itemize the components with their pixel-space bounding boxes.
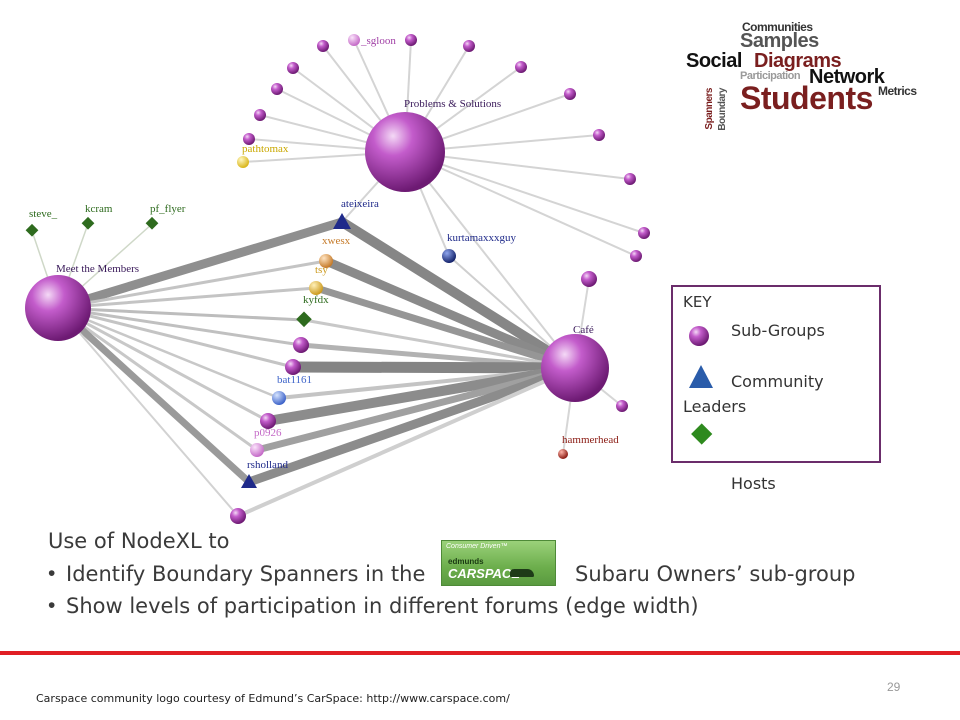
logo-edmunds: edmunds [448,557,484,566]
node-mid-3 [260,413,276,429]
bullet-1-text-cont: Subaru Owners’ sub-group [575,562,856,586]
label-xwesx: xwesx [322,235,351,247]
key-leaders-label-1: Community [731,372,824,391]
edges-cafe [236,217,623,518]
node-bat1161 [272,391,286,405]
nodes-problems-ring [243,34,650,262]
node-cafe-right [616,400,628,412]
wc-boundary: Boundary [717,88,728,131]
label-pf-flyer: pf_flyer [150,203,186,215]
node-p0926 [250,443,264,457]
key-leader-icon [689,365,713,388]
bullet-2-text: Show levels of participation in differen… [66,594,699,618]
intro-text: Use of NodeXL to [48,529,230,553]
label-problems: Problems & Solutions [404,98,501,110]
car-icon [510,569,534,577]
wc-spanners: Spanners [704,88,715,130]
node-sgloon [348,34,360,46]
label-tsy: tsy [315,264,328,276]
wc-network: Network [809,66,885,88]
node-xwesx [319,254,333,268]
node-mid-1 [293,337,309,353]
key-subgroup-icon [689,326,709,346]
label-cafe: Café [573,324,594,336]
key-legend [671,285,881,463]
bullet-1-marker: • [48,562,56,585]
key-title: KEY [683,293,712,311]
hub-problems-solutions [365,112,445,192]
node-bottom [230,508,246,524]
node-pathtomax [237,156,249,168]
hub-cafe [541,334,609,402]
page-number: 29 [887,680,901,694]
key-symbols [689,326,713,445]
footer-credit: Carspace community logo courtesy of Edmu… [36,692,510,705]
node-kurtamaxxxguy [442,249,456,263]
wc-participation: Participation [740,70,801,82]
bullet-1-text: Identify Boundary Spanners in the [66,562,426,586]
divider-line [0,651,960,655]
key-subgroups-label: Sub-Groups [731,321,825,340]
label-meet: Meet the Members [56,263,139,275]
key-leaders-label-2: Leaders [683,397,747,416]
nodes-hosts [25,216,312,328]
edges-meet [31,217,347,517]
label-p0926: p0926 [254,427,282,439]
word-cloud: Communities Samples Social Diagrams Part… [686,20,936,131]
label-steve: steve_ [29,208,58,220]
wc-diagrams: Diagrams [754,50,842,72]
node-ateixeira [333,213,351,229]
label-kyfdx: kyfdx [303,294,329,306]
carspace-logo: Consumer Driven™ edmunds CARSPACE [441,540,556,586]
logo-carspace: CARSPACE [448,566,520,581]
logo-tagline: Consumer Driven™ [446,543,508,550]
wc-samples: Samples [740,30,819,52]
key-hosts-label: Hosts [731,474,776,493]
wc-communities: Communities [742,20,813,34]
hub-meet-the-members [25,275,91,341]
label-kcram: kcram [85,203,113,215]
label-hammerhead: hammerhead [562,434,619,446]
wc-students: Students [740,80,873,116]
node-rsholland [241,474,257,488]
label-rsholland: rsholland [247,459,288,471]
wc-social: Social [686,50,742,72]
node-hammerhead [558,449,568,459]
key-host-icon [691,423,713,445]
bullet-2-marker: • [48,594,56,617]
node-mid-2 [285,359,301,375]
label-bat1161: bat1161 [277,374,312,386]
label-kurtamaxxxguy: kurtamaxxxguy [447,232,517,244]
label-ateixeira: ateixeira [341,198,379,210]
label-sgloon: _sgloon [360,35,396,47]
node-tsy [309,281,323,295]
wc-metrics: Metrics [878,84,917,98]
node-cafe-top [581,271,597,287]
label-pathtomax: pathtomax [242,143,289,155]
